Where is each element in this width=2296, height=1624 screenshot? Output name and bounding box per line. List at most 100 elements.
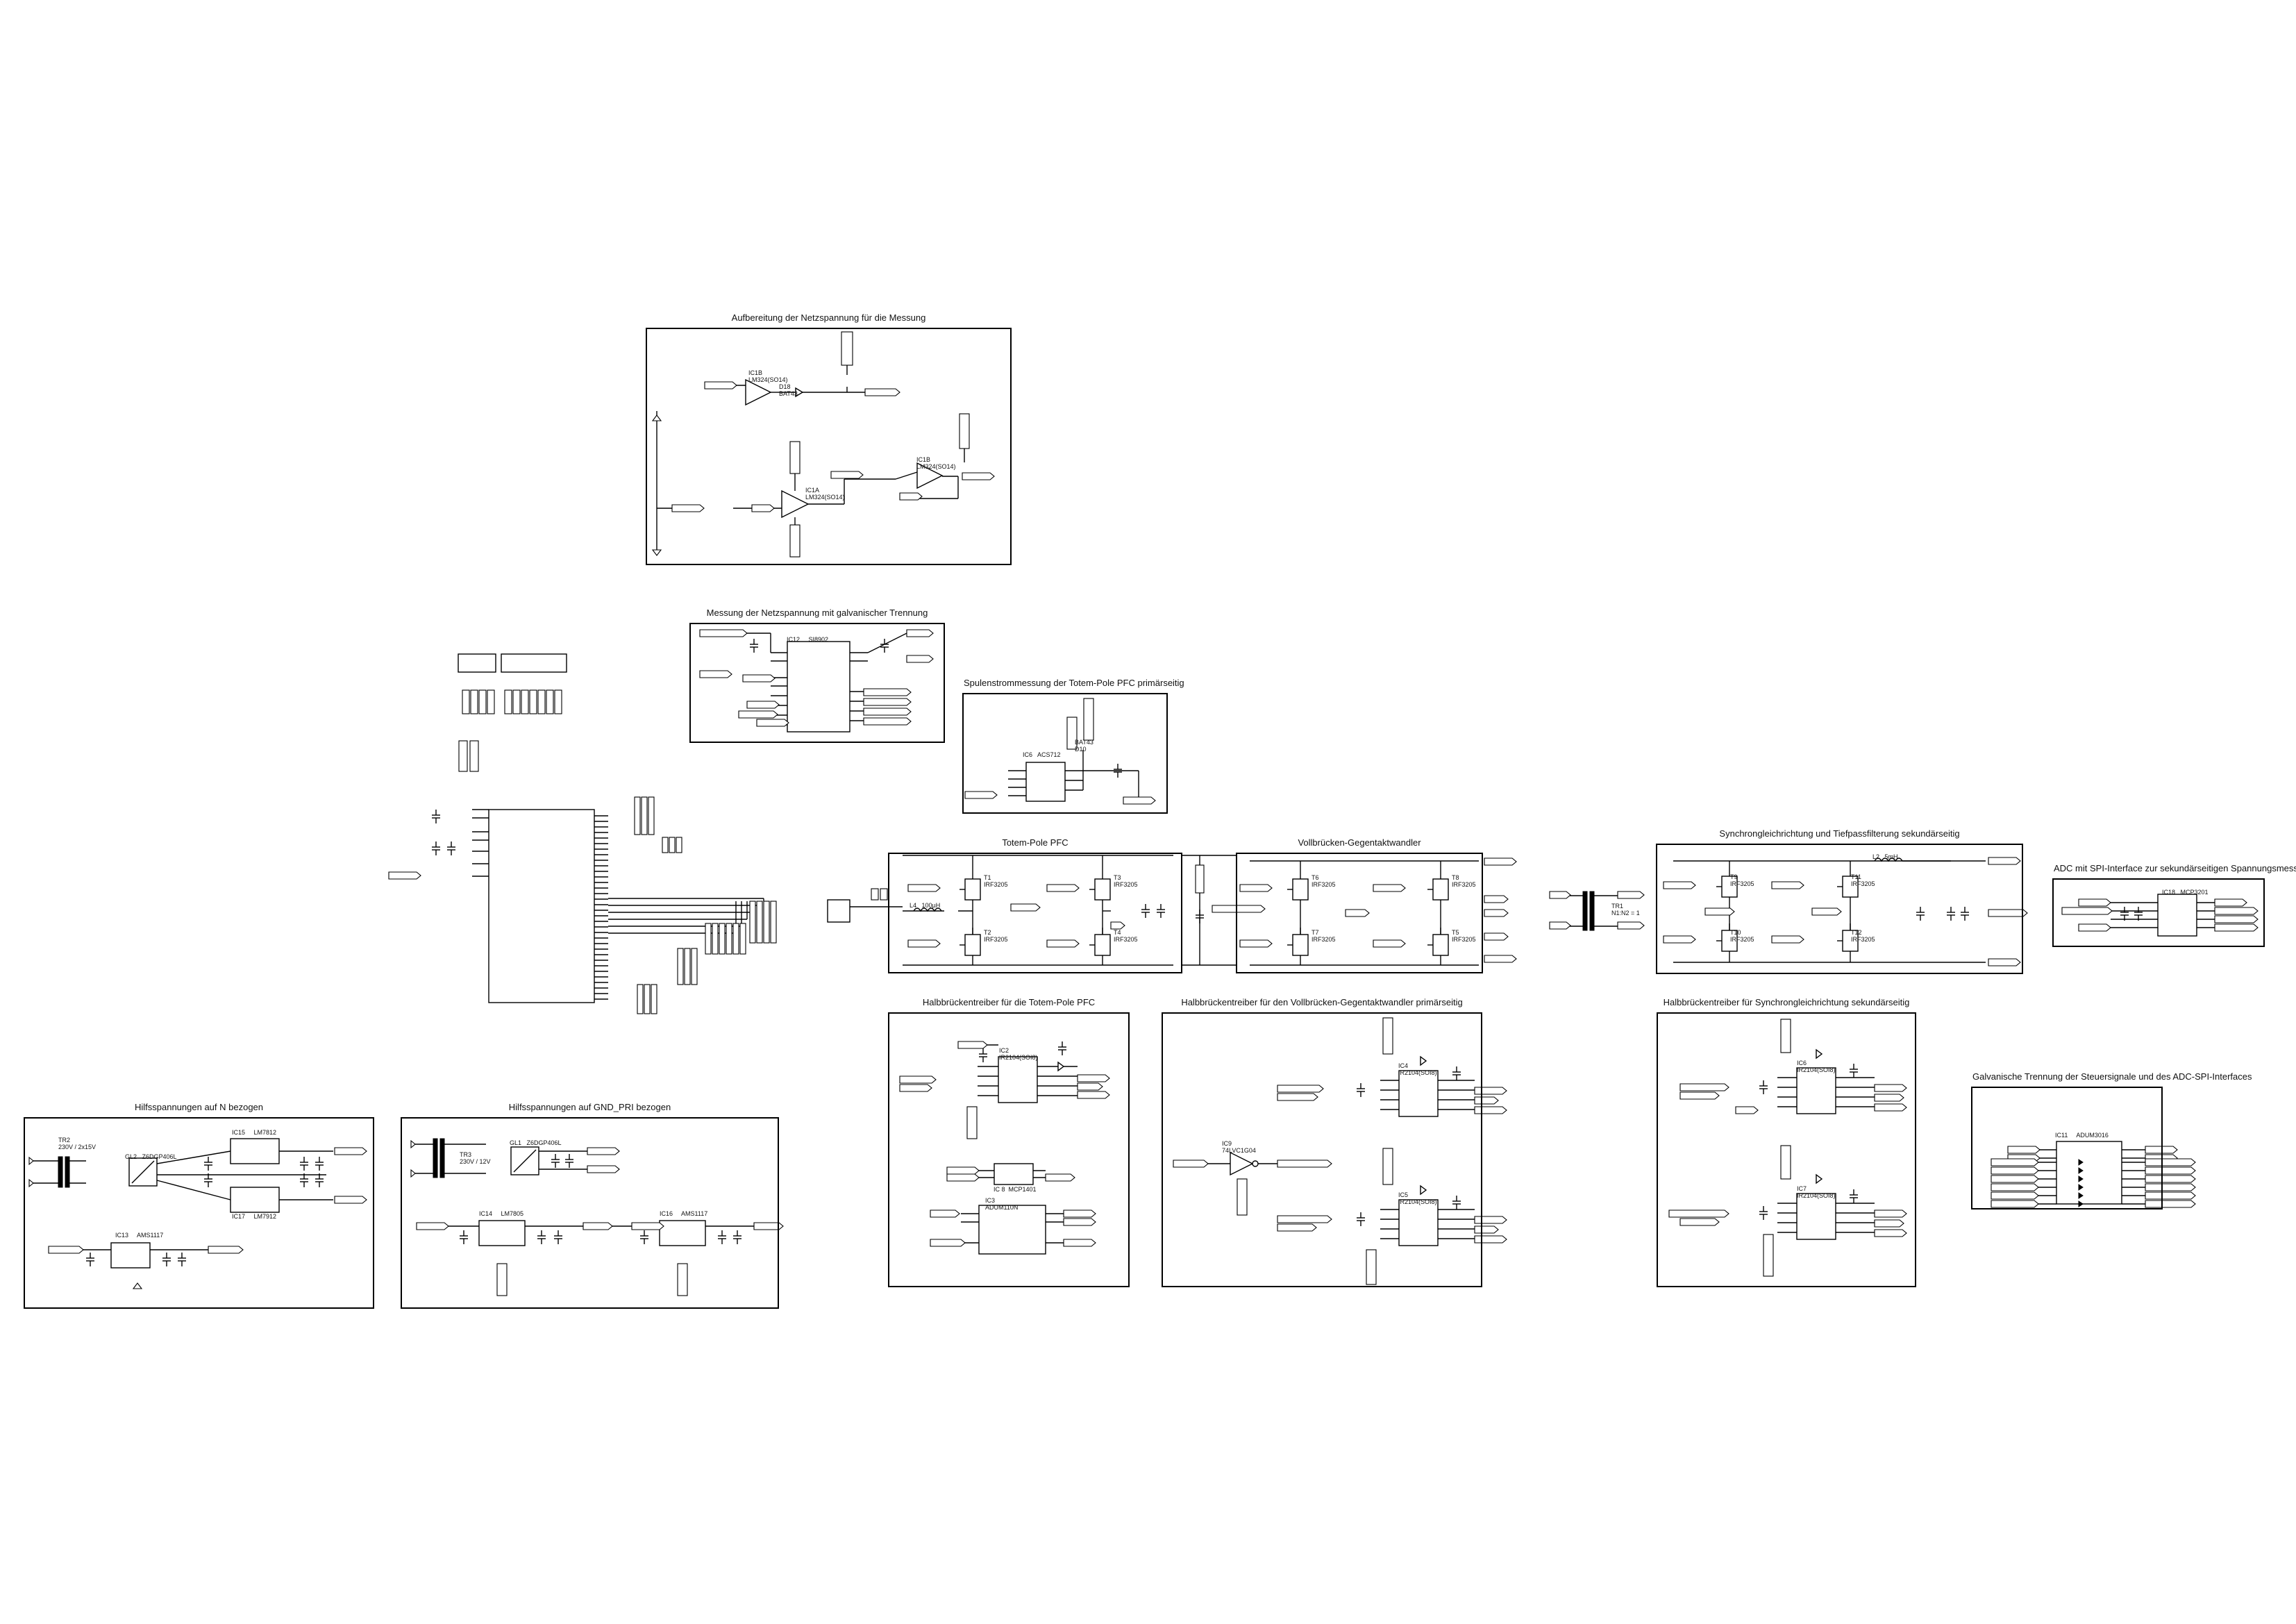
net-label xyxy=(1077,1082,1103,1091)
section-hb-sync: Halbbrückentreiber für Synchrongleichric… xyxy=(1657,997,1916,1287)
net-label xyxy=(1373,884,1406,892)
net-label xyxy=(1735,1106,1759,1114)
net-label xyxy=(739,923,746,955)
label-ic16: IC16 AMS1117 xyxy=(660,1210,708,1217)
net-label xyxy=(1474,1106,1507,1114)
ic2-body xyxy=(998,1056,1038,1103)
net-label xyxy=(410,1139,416,1149)
net-label xyxy=(1373,939,1406,948)
label-t1: T1 IRF3205 xyxy=(984,874,1008,888)
net-label xyxy=(1239,939,1273,948)
net-label xyxy=(756,901,763,944)
net-label xyxy=(2214,923,2259,932)
net-label xyxy=(1763,1234,1774,1277)
net-label xyxy=(641,796,648,835)
label-d18: D18 BAT43 xyxy=(779,383,798,397)
net-label xyxy=(726,923,732,955)
net-label xyxy=(1874,1219,1904,1228)
net-label xyxy=(388,871,421,880)
label-ic17: IC17 LM7912 xyxy=(232,1213,277,1220)
label-ic11: IC11 ADUM3016 xyxy=(2055,1132,2109,1139)
label-gl2: GL2 Z6DGP406L xyxy=(125,1153,177,1160)
section-title: Aufbereitung der Netzspannung für die Me… xyxy=(731,312,926,323)
net-label xyxy=(1382,1017,1393,1055)
net-label xyxy=(2145,1158,2196,1166)
label-ic1b-out: IC1B LM324(SO14) xyxy=(916,456,956,470)
net-label xyxy=(705,923,712,955)
net-label xyxy=(1110,921,1125,930)
transformer-tr2 xyxy=(58,1156,63,1188)
net-label xyxy=(753,1222,784,1230)
net-label xyxy=(416,1222,449,1230)
wire xyxy=(156,1180,231,1200)
net-label xyxy=(1173,1160,1209,1168)
net-label xyxy=(1988,857,2021,865)
net-label xyxy=(1668,1209,1729,1218)
channel-arrow xyxy=(2078,1200,2084,1207)
ic15-body xyxy=(230,1138,280,1164)
net-label xyxy=(470,689,478,714)
label-ic15: IC15 LM7812 xyxy=(232,1129,277,1136)
net-label xyxy=(1484,895,1509,903)
net-label xyxy=(684,948,691,985)
ic14-body xyxy=(478,1220,526,1246)
net-label xyxy=(899,1084,932,1092)
net-label xyxy=(2078,898,2111,907)
net-label xyxy=(334,1196,367,1204)
net-label xyxy=(132,1282,143,1289)
section-hb-voll: Halbbrückentreiber für den Vollbrücken-G… xyxy=(1162,997,1482,1287)
label-t8: T8 IRF3205 xyxy=(1452,874,1476,888)
label-ic14: IC14 LM7805 xyxy=(479,1210,524,1217)
label-ic6-hb: IC6 IR2104(SOI8) xyxy=(1797,1060,1836,1073)
net-label xyxy=(469,740,479,772)
net-label xyxy=(1780,1019,1791,1053)
section-title: ADC mit SPI-Interface zur sekundärseitig… xyxy=(2054,863,2296,873)
net-label xyxy=(1083,698,1094,741)
net-label xyxy=(756,719,789,727)
ac-source xyxy=(827,899,850,923)
diode-symbol xyxy=(1420,1055,1427,1066)
label-ic3: IC3 ADUM110N xyxy=(985,1197,1019,1211)
net-label xyxy=(1077,1091,1110,1099)
net-label xyxy=(587,1147,620,1155)
label-t6: T6 IRF3205 xyxy=(1312,874,1336,888)
section-hilf-n: Hilfsspannungen auf N bezogen xyxy=(24,1102,374,1309)
net-label xyxy=(1382,1148,1393,1185)
net-label xyxy=(2007,1146,2041,1154)
net-label xyxy=(880,888,888,901)
net-label xyxy=(1195,864,1205,894)
diode-d18 xyxy=(795,387,804,398)
net-label xyxy=(2061,907,2113,915)
net-label xyxy=(749,901,756,944)
ic8-body xyxy=(994,1163,1034,1185)
net-label xyxy=(1771,935,1804,944)
wire xyxy=(131,1160,155,1184)
diode-symbol xyxy=(1057,1061,1065,1072)
section-netz-aufbereitung: Aufbereitung der Netzspannung für die Me… xyxy=(646,312,1012,565)
net-label xyxy=(651,415,662,421)
net-label xyxy=(863,698,912,706)
net-label xyxy=(1874,1209,1907,1218)
ic4-body xyxy=(1398,1070,1439,1117)
label-ic4: IC4 IR2104(SOI8) xyxy=(1398,1062,1437,1076)
label-ic1b-top: IC1B LM324(SO14) xyxy=(748,369,788,383)
net-label xyxy=(957,1041,988,1049)
net-label xyxy=(1063,1218,1096,1226)
net-label xyxy=(651,549,662,556)
channel-arrow xyxy=(2078,1167,2084,1174)
net-label xyxy=(959,413,970,449)
net-label xyxy=(746,701,780,709)
label-ic13: IC13 AMS1117 xyxy=(115,1232,164,1239)
net-label xyxy=(1474,1225,1499,1234)
net-label xyxy=(691,948,698,985)
ic12-body xyxy=(787,641,850,733)
net-label xyxy=(669,837,676,853)
ic18-body xyxy=(2157,894,2197,937)
mcu-body xyxy=(488,809,595,1003)
net-label xyxy=(864,388,900,396)
ic16-body xyxy=(659,1220,706,1246)
diode-symbol xyxy=(1420,1184,1427,1196)
label-t9: T9 IRF3205 xyxy=(1730,873,1754,887)
net-label xyxy=(662,837,669,853)
